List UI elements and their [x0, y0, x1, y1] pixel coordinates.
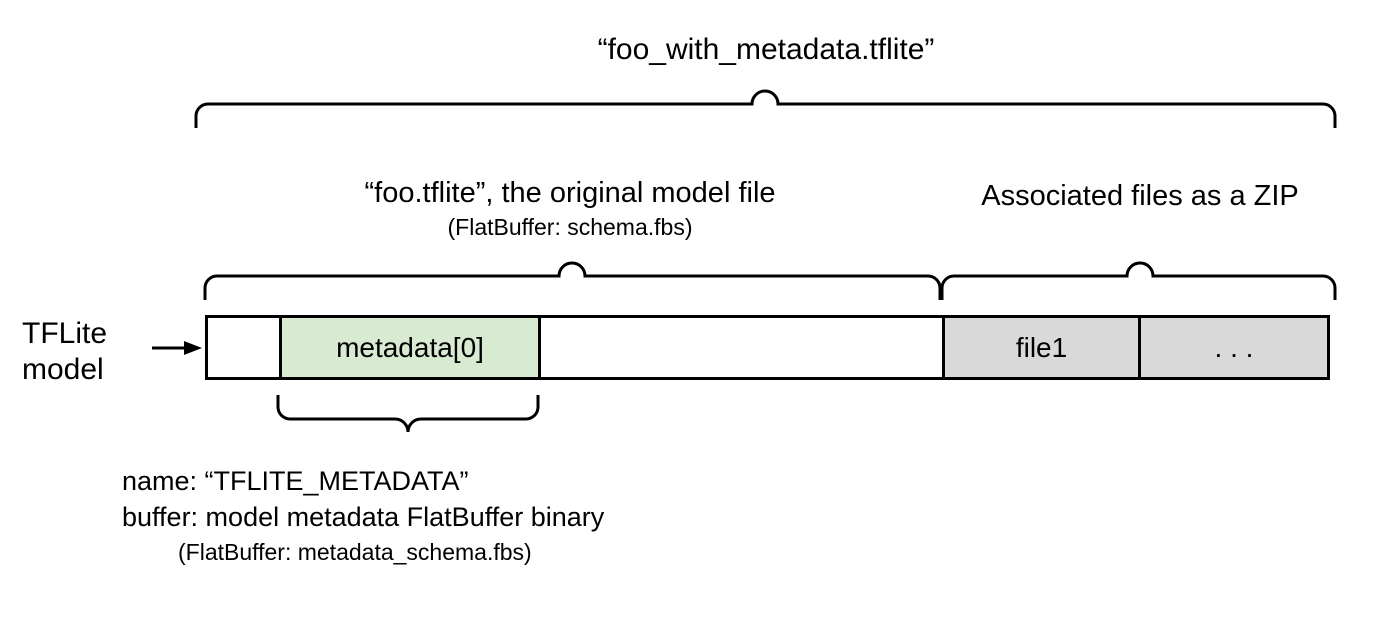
section-label-original-model: “foo.tflite”, the original model file [364, 177, 776, 209]
bar-segment-zip-more-label: . . . [1214, 331, 1254, 363]
metadata-note-line3: (FlatBuffer: metadata_schema.fbs) [178, 539, 532, 565]
bar-segment-zip-more: . . . [1138, 318, 1327, 377]
metadata-note-line2: buffer: model metadata FlatBuffer binary [122, 502, 605, 532]
section-sublabel-original-model: (FlatBuffer: schema.fbs) [447, 214, 693, 240]
left-label-line1: TFLite [22, 317, 108, 350]
bar-segment-zip-file1-label: file1 [1015, 331, 1068, 363]
bar-segment-metadata-entry-label: metadata[0] [336, 331, 484, 363]
section-label-associated-files: Associated files as a ZIP [981, 180, 1299, 212]
metadata-note-line1: name: “TFLITE_METADATA” [122, 466, 469, 496]
left-label-line2: model [22, 353, 104, 386]
bar-segment-metadata-entry: metadata[0] [279, 318, 541, 377]
diagram-title: “foo_with_metadata.tflite” [597, 33, 935, 66]
bar-segment-zip-file1: file1 [942, 318, 1138, 377]
model-byte-bar: metadata[0] file1 . . . [205, 315, 1330, 380]
